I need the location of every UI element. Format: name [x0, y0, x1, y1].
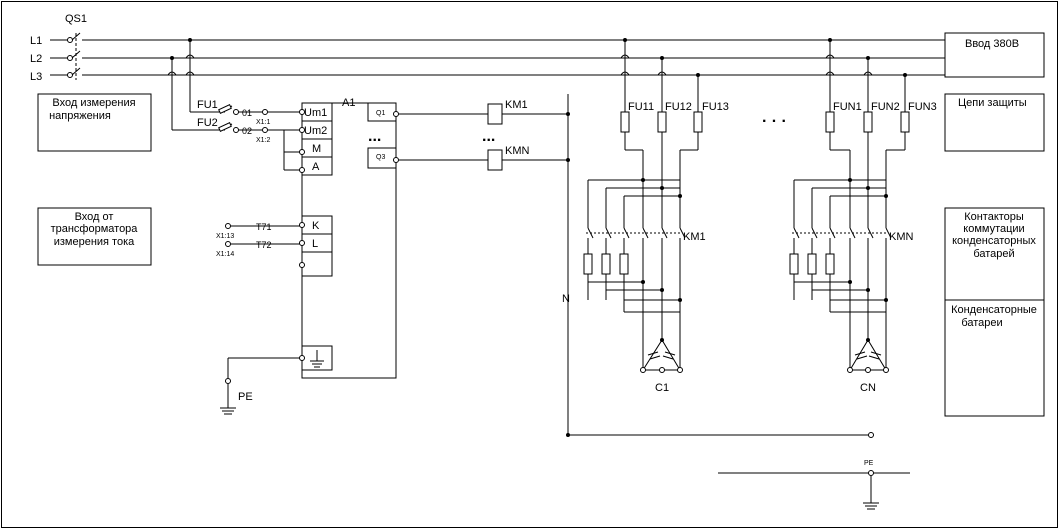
protection-box [944, 93, 1045, 152]
ct-terminals [225, 223, 300, 247]
ct-input-line2: трансформатора [51, 223, 139, 235]
fuse-fu13-label: FU13 [702, 101, 729, 113]
terminal-x113-label: X1:13 [216, 233, 234, 240]
contactor-km1-label: KM1 [683, 231, 706, 243]
contactors-box [944, 207, 1045, 301]
coil-wiring [399, 94, 874, 438]
voltage-input-line1: Вход измерения [52, 97, 135, 109]
capacitor-cn-label: CN [860, 382, 876, 394]
bank-n [789, 40, 910, 373]
contactors-line2: коммутации [963, 223, 1024, 235]
terminal-x11-label: X1:1 [256, 119, 271, 126]
contactors-line4: батарей [973, 248, 1014, 260]
line-label-l2: L2 [30, 53, 42, 65]
contactors-line1: Контакторы [964, 211, 1024, 223]
coil-km1-label: KM1 [505, 99, 528, 111]
pe-ground-left [220, 357, 300, 415]
output-q1: Q1 [376, 110, 385, 117]
capacitor-c1-label: C1 [655, 382, 669, 394]
line-label-l1: L1 [30, 35, 42, 47]
phase-lines: L1 L2 L3 [30, 32, 945, 83]
pe-label-right: PE [864, 460, 874, 467]
terminal-02-label: 02 [242, 126, 252, 136]
capacitor-banks-box [944, 299, 1045, 417]
terminal-circles [283, 109, 324, 368]
fuse-fu1-label: FU1 [197, 99, 218, 111]
ct-input-box [37, 207, 152, 266]
output-q3: Q3 [376, 154, 385, 161]
terminal-l: L [312, 238, 318, 250]
controller-name: A1 [342, 97, 355, 109]
ct-input-line3: измерения тока [54, 236, 135, 248]
contactor-kmn-label: KMN [889, 231, 914, 243]
terminal-um1: Um1 [304, 107, 327, 119]
ct-input-line1: Вход от [75, 211, 114, 223]
bank-1 [583, 40, 703, 373]
input-380-box [944, 32, 1045, 78]
coil-kmn-label: KMN [505, 145, 530, 157]
fuse-fu12-label: FU12 [665, 101, 692, 113]
contactors-line3: конденсаторных [952, 235, 1036, 247]
pe-ground-right [718, 470, 910, 510]
controller-terminals [301, 102, 333, 371]
input-380-label: Ввод 380В [965, 38, 1019, 50]
terminal-x12-label: X1:2 [256, 137, 271, 144]
voltage-input-box [37, 93, 152, 152]
fuse-fu2-label: FU2 [197, 117, 218, 129]
fuse-fun1-label: FUN1 [833, 101, 862, 113]
terminal-t71-label: T71 [256, 222, 272, 232]
neutral-label: N [562, 293, 570, 305]
fuse-fun2-label: FUN2 [871, 101, 900, 113]
terminal-x114-label: X1:14 [216, 251, 234, 258]
fuse-fun3-label: FUN3 [908, 101, 937, 113]
terminal-01-label: 01 [242, 108, 252, 118]
banks-ellipsis: · · · [762, 113, 787, 130]
outputs-ellipsis: ... [368, 128, 381, 145]
terminal-t72-label: T72 [256, 240, 272, 250]
capacitor-banks-line2: батареи [961, 317, 1002, 329]
line-label-l3: L3 [30, 71, 42, 83]
voltage-fuse-wiring [171, 40, 302, 133]
voltage-input-line2: напряжения [49, 110, 111, 122]
switch-label: QS1 [65, 13, 87, 25]
terminal-m: M [312, 143, 321, 155]
fuse-fu11-label: FU11 [628, 101, 654, 113]
terminal-a: A [312, 161, 320, 173]
capacitor-banks-line1: Конденсаторные [951, 304, 1037, 316]
terminal-um2: Um2 [304, 125, 327, 137]
pe-label-left: PE [238, 391, 253, 403]
terminal-k: K [312, 220, 320, 232]
coils-ellipsis: ... [482, 128, 495, 145]
protection-label: Цепи защиты [958, 97, 1027, 109]
